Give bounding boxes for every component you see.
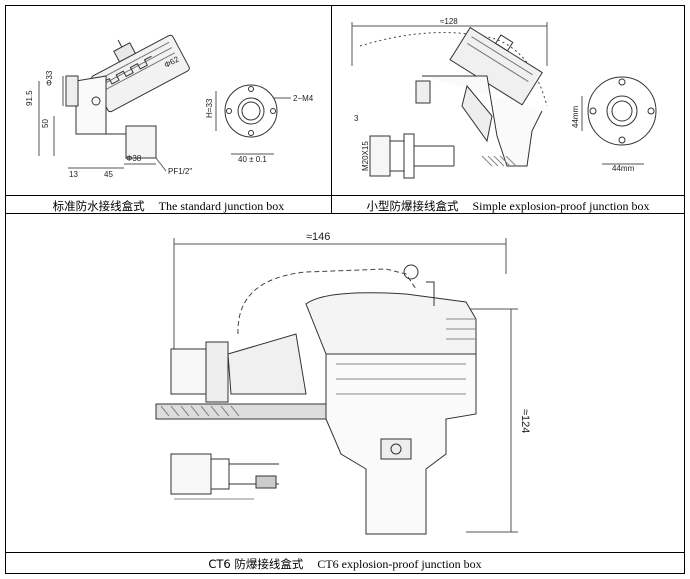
dim-d33: Φ33 [45, 70, 54, 86]
dim-h915: 91.5 [25, 90, 34, 106]
dim-d38: Φ38 [126, 154, 142, 163]
dim-h33: H=33 [205, 98, 214, 118]
divider-row [6, 213, 684, 214]
ct6-svg: ≈146 ≈124 [155, 231, 531, 535]
standard-box-svg: Φ62 Φ33 91.5 50 H=33 2−M4 Φ38 13 45 PF1/… [25, 34, 314, 179]
dim-n3: 3 [354, 114, 359, 123]
simple-explosion-drawing: ≈128 3 M20X15 44mm 44mm [332, 6, 684, 195]
simple-explosion-caption: 小型防爆接线盒式 Simple explosion-proof junction … [332, 198, 684, 214]
dim-w13: 13 [69, 170, 78, 179]
divider-top-caption [6, 195, 684, 196]
dim-pf: PF1/2" [168, 167, 192, 176]
ct6-caption-en: CT6 explosion-proof junction box [317, 557, 482, 571]
standard-box-drawing: Φ62 Φ33 91.5 50 H=33 2−M4 Φ38 13 45 PF1/… [6, 6, 331, 195]
simple-caption-cn: 小型防爆接线盒式 [366, 199, 459, 213]
dim-h50: 50 [41, 119, 50, 128]
divider-bottom-caption [6, 552, 684, 553]
dim-m4: 2−M4 [293, 94, 314, 103]
dim-w128: ≈128 [440, 17, 458, 26]
dim-m20: M20X15 [361, 141, 370, 171]
simple-explosion-svg: ≈128 3 M20X15 44mm 44mm [351, 17, 657, 179]
figure-frame: Φ62 Φ33 91.5 50 H=33 2−M4 Φ38 13 45 PF1/… [5, 5, 685, 574]
standard-caption-en: The standard junction box [158, 199, 285, 213]
ct6-caption: CT6 防爆接线盒式 CT6 explosion-proof junction b… [6, 556, 684, 572]
standard-caption-cn: 标准防水接线盒式 [52, 199, 145, 213]
dim-h124: ≈124 [519, 409, 531, 433]
dim-w40: 40 ± 0.1 [238, 155, 267, 164]
dim-w44: 44mm [612, 164, 635, 173]
simple-caption-en: Simple explosion-proof junction box [472, 199, 650, 213]
ct6-drawing: ≈146 ≈124 [6, 214, 684, 552]
dim-h44: 44mm [571, 105, 580, 128]
dim-w45: 45 [104, 170, 113, 179]
standard-box-caption: 标准防水接线盒式 The standard junction box [6, 198, 331, 214]
divider-column [331, 6, 332, 214]
dim-w146: ≈146 [306, 231, 330, 243]
ct6-caption-cn: CT6 防爆接线盒式 [208, 557, 304, 571]
